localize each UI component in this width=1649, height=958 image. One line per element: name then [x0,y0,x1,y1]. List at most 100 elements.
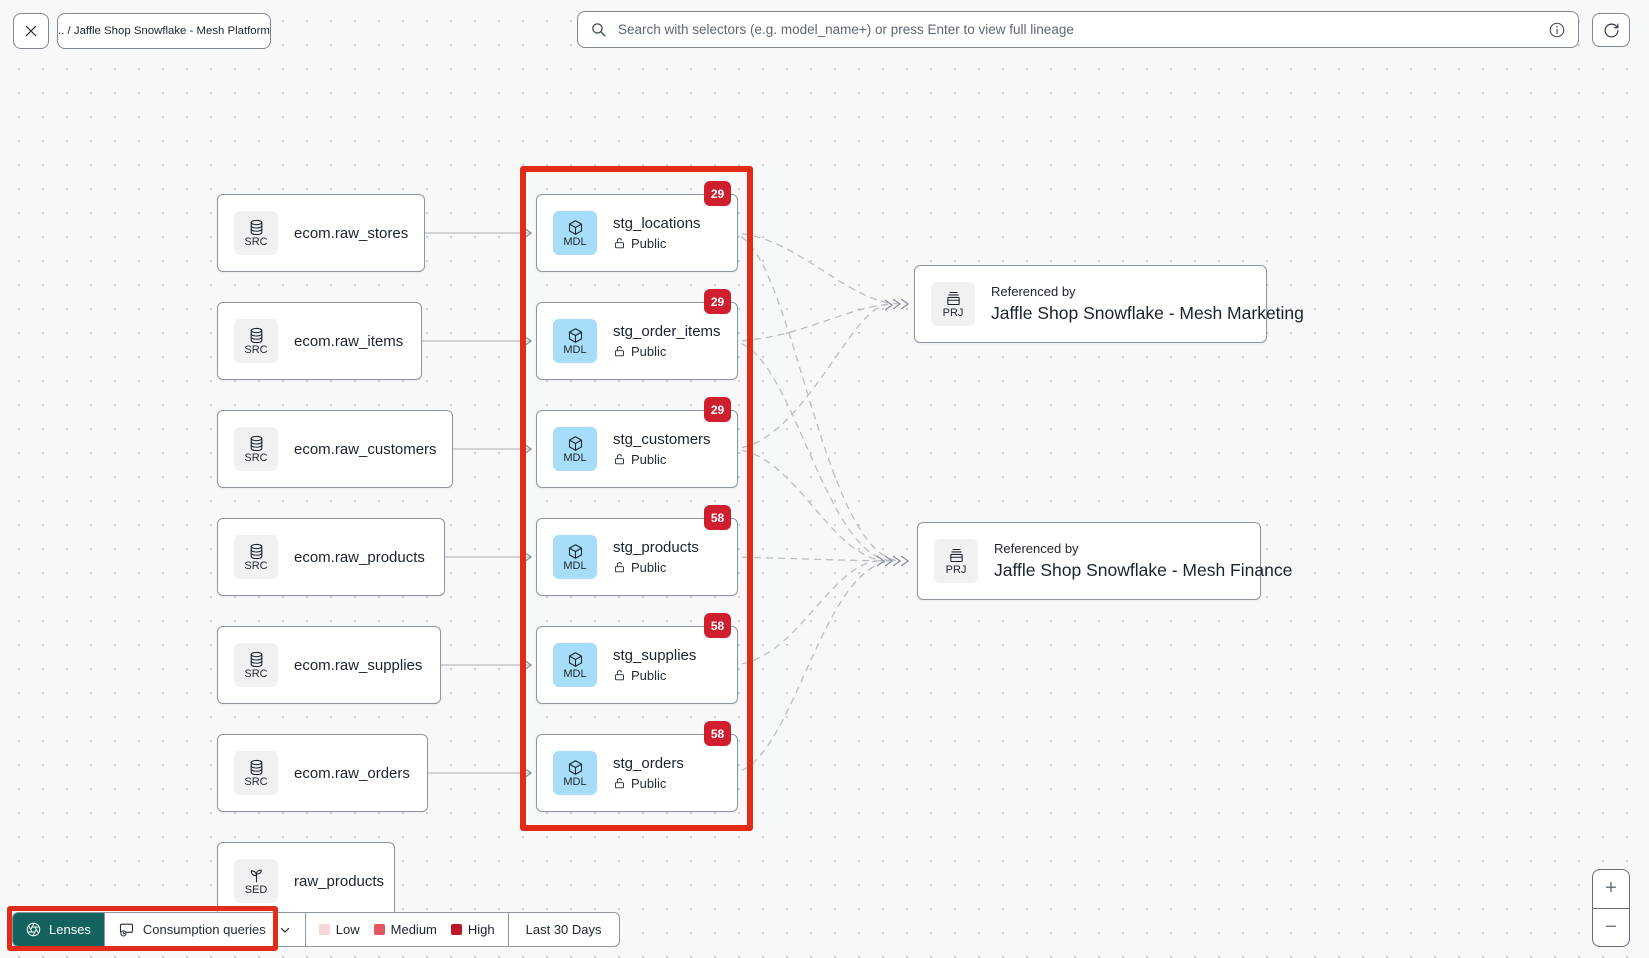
node-title: stg_locations [613,215,701,232]
cube-icon [567,759,584,776]
breadcrumb-label: .. / Jaffle Shop Snowflake - Mesh Platfo… [58,25,270,37]
chip-type-label: MDL [563,559,587,572]
source-node-ecom-raw-items[interactable]: SRC ecom.raw_items [217,302,422,380]
cube-icon [567,327,584,344]
project-title: Jaffle Shop Snowflake - Mesh Finance [994,560,1293,580]
node-title: ecom.raw_items [294,332,404,350]
source-type-chip: SRC [234,427,278,471]
search-input[interactable] [616,21,1539,38]
breadcrumb[interactable]: .. / Jaffle Shop Snowflake - Mesh Platfo… [57,13,271,49]
node-title: ecom.raw_stores [294,224,409,242]
source-type-chip: SRC [234,319,278,363]
chip-type-label: MDL [563,667,587,680]
query-count-badge: 29 [704,181,731,206]
model-type-chip: MDL [553,427,597,471]
chip-type-label: SRC [244,451,268,464]
node-title: raw_products [294,872,385,890]
access-label: Public [631,776,667,791]
lens-selector-dropdown[interactable]: Consumption queries [105,913,306,946]
project-node-mesh-marketing[interactable]: PRJ Referenced by Jaffle Shop Snowflake … [914,265,1304,343]
chip-type-label: PRJ [945,563,967,576]
source-type-chip: SRC [234,211,278,255]
archive-box-icon [948,547,965,564]
chip-type-label: SRC [244,343,268,356]
chip-type-label: MDL [563,451,587,464]
refresh-icon [1603,22,1620,39]
project-title: Jaffle Shop Snowflake - Mesh Marketing [991,303,1304,323]
time-range-label: Last 30 Days [525,922,602,937]
lenses-label: Lenses [49,922,91,937]
legend-swatch-low [318,924,330,935]
unlock-icon [613,777,626,790]
project-type-chip: PRJ [934,539,978,583]
chevron-down-icon [278,923,292,937]
node-title: stg_customers [613,431,711,448]
model-node-stg-order-items[interactable]: 29 MDL stg_order_items Public [536,289,738,380]
source-node-ecom-raw-orders[interactable]: SRC ecom.raw_orders [217,734,428,812]
query-count-badge: 58 [704,721,731,746]
refresh-lineage-button[interactable] [1592,13,1630,47]
chip-type-label: SED [244,883,268,896]
access-label: Public [631,452,667,467]
zoom-in-button[interactable]: + [1593,870,1629,909]
chip-type-label: PRJ [942,306,964,319]
model-node-stg-products[interactable]: 58 MDL stg_products Public [536,505,738,596]
query-count-badge: 58 [704,505,731,530]
unlock-icon [613,669,626,682]
model-node-stg-customers[interactable]: 29 MDL stg_customers Public [536,397,738,488]
access-label: Public [631,560,667,575]
unlock-icon [613,453,626,466]
lenses-button[interactable]: Lenses [13,913,105,946]
access-label: Public [631,236,667,251]
database-icon [248,219,265,236]
chip-type-label: MDL [563,235,587,248]
legend-label: Medium [390,922,437,937]
model-node-stg-locations[interactable]: 29 MDL stg_locations Public [536,181,738,272]
source-node-ecom-raw-supplies[interactable]: SRC ecom.raw_supplies [217,626,441,704]
model-node-stg-supplies[interactable]: 58 MDL stg_supplies Public [536,613,738,704]
unlock-icon [613,237,626,250]
referenced-by-label: Referenced by [994,541,1079,556]
unlock-icon [613,345,626,358]
chip-type-label: MDL [563,343,587,356]
query-count-badge: 29 [704,289,731,314]
seedling-icon [248,867,265,884]
database-icon [248,435,265,452]
chip-type-label: SRC [244,667,268,680]
archive-box-icon [945,290,962,307]
lenses-bar: Lenses Consumption queries Low Medium Hi… [12,912,620,947]
model-type-chip: MDL [553,319,597,363]
model-type-chip: MDL [553,751,597,795]
referenced-by-label: Referenced by [991,284,1076,299]
database-icon [248,759,265,776]
project-node-mesh-finance[interactable]: PRJ Referenced by Jaffle Shop Snowflake … [917,522,1292,600]
chip-type-label: SRC [244,559,268,572]
zoom-out-button[interactable]: − [1605,915,1617,938]
source-node-ecom-raw-products[interactable]: SRC ecom.raw_products [217,518,445,596]
node-title: ecom.raw_products [294,548,425,566]
close-lineage-button[interactable] [13,13,49,49]
info-icon[interactable] [1548,21,1566,39]
query-count-badge: 29 [704,397,731,422]
model-node-stg-orders[interactable]: 58 MDL stg_orders Public [536,721,738,812]
lens-legend: Low Medium High [306,913,509,946]
database-icon [248,543,265,560]
node-title: ecom.raw_supplies [294,656,423,674]
source-node-ecom-raw-customers[interactable]: SRC ecom.raw_customers [217,410,453,488]
chip-type-label: SRC [244,235,268,248]
legend-label: High [467,922,495,937]
node-title: stg_products [613,539,699,556]
node-title: stg_order_items [613,323,721,340]
database-icon [248,651,265,668]
project-type-chip: PRJ [931,282,975,326]
source-node-ecom-raw-stores[interactable]: SRC ecom.raw_stores [217,194,425,272]
legend-swatch-medium [373,924,385,935]
access-label: Public [631,344,667,359]
legend-label: Low [335,922,360,937]
time-range-button[interactable]: Last 30 Days [509,913,619,946]
legend-item-low: Low [318,922,360,937]
node-title: ecom.raw_customers [294,440,437,458]
cube-icon [567,435,584,452]
lineage-search-bar [577,11,1579,48]
seed-node-raw-products[interactable]: SED raw_products [217,842,395,920]
